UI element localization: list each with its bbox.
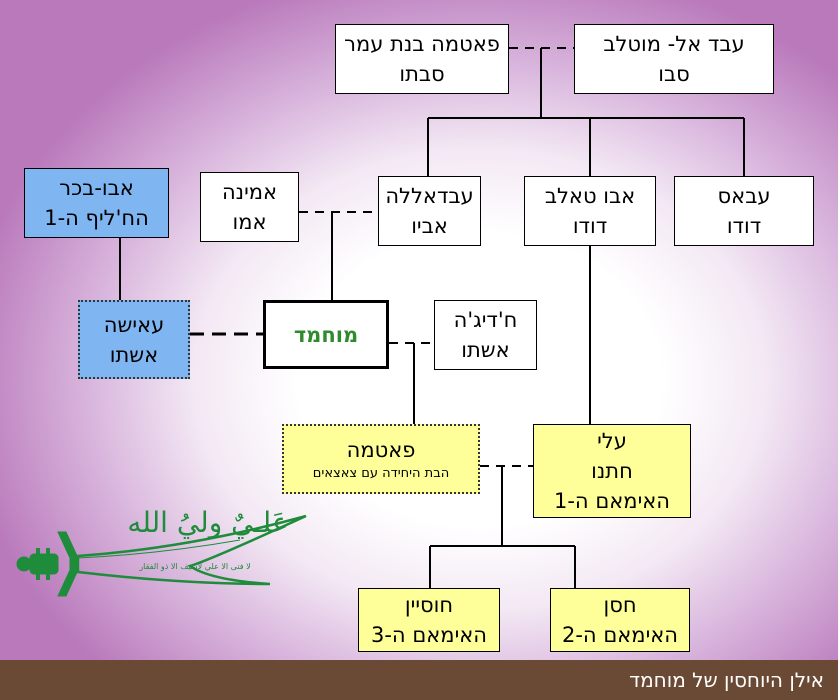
- node-name: עבאס: [717, 184, 771, 208]
- node-hasan: חסן האימאם ה-2: [550, 588, 690, 652]
- sword-calligraphy: عَلـيٌ وليُ الله: [127, 506, 288, 539]
- node-relation: הבת היחידה עם צאצאים: [312, 466, 450, 481]
- sword-inscription: لا فتى الا علي لاسيف الا ذو الفقار: [138, 562, 250, 571]
- node-title: האימאם ה-3: [370, 623, 488, 647]
- node-name: אבו-בכר: [59, 176, 134, 200]
- node-name: חוסיין: [404, 593, 454, 617]
- family-tree-diagram: עבד אל- מוטלב סבו פאטמה בנת עמר סבתו עבא…: [0, 0, 838, 660]
- diagram-caption: אילן היוחסין של מוחמד: [0, 660, 838, 700]
- node-abd-al-muttalib: עבד אל- מוטלב סבו: [574, 24, 774, 94]
- node-name: עבדאללה: [385, 184, 474, 208]
- node-relation: אביו: [411, 214, 448, 238]
- node-aisha: עאישה אשתו: [78, 300, 190, 379]
- node-relation: דודו: [726, 214, 762, 238]
- node-fatima: פאטמה הבת היחידה עם צאצאים: [282, 424, 480, 494]
- connector-lines: [119, 47, 745, 588]
- node-name: ח'דיג'ה: [453, 308, 518, 332]
- node-title: האימאם ה-1: [553, 489, 671, 513]
- node-abu-talib: אבו טאלב דודו: [524, 176, 656, 246]
- node-name: עלי: [597, 429, 627, 453]
- node-name: חסן: [603, 593, 637, 617]
- node-relation: אמו: [232, 210, 267, 234]
- node-muhammad: מוחמד: [263, 300, 389, 369]
- node-ali: עלי חתנו האימאם ה-1: [533, 424, 691, 518]
- node-name: אבו טאלב: [544, 184, 636, 208]
- node-amina: אמינה אמו: [200, 172, 299, 242]
- node-abbas: עבאס דודו: [674, 176, 814, 246]
- node-husayn: חוסיין האימאם ה-3: [358, 588, 500, 652]
- node-name: פאטמה: [346, 438, 416, 462]
- node-fatima-bint-amr: פאטמה בנת עמר סבתו: [335, 24, 509, 94]
- node-relation: אשתו: [461, 338, 510, 362]
- node-relation: דודו: [572, 214, 608, 238]
- node-name: עבד אל- מוטלב: [603, 32, 745, 56]
- node-name: פאטמה בנת עמר: [344, 32, 500, 56]
- node-name: מוחמד: [293, 322, 359, 347]
- node-khadija: ח'דיג'ה אשתו: [434, 300, 537, 370]
- node-relation: אשתו: [109, 342, 159, 367]
- node-relation: סבתו: [399, 62, 445, 86]
- node-name: עאישה: [103, 312, 165, 337]
- node-abdallah: עבדאללה אביו: [378, 176, 481, 246]
- node-relation: הח'ליף ה-1: [44, 206, 149, 230]
- node-name: אמינה: [221, 180, 278, 204]
- node-relation: סבו: [658, 62, 690, 86]
- node-title: האימאם ה-2: [561, 623, 679, 647]
- sword-emblem: عَلـيٌ وليُ الله لا فتى الا علي لاسيف ال…: [16, 506, 307, 597]
- node-relation: חתנו: [591, 459, 633, 483]
- node-abu-bakr: אבו-בכר הח'ליף ה-1: [24, 168, 169, 238]
